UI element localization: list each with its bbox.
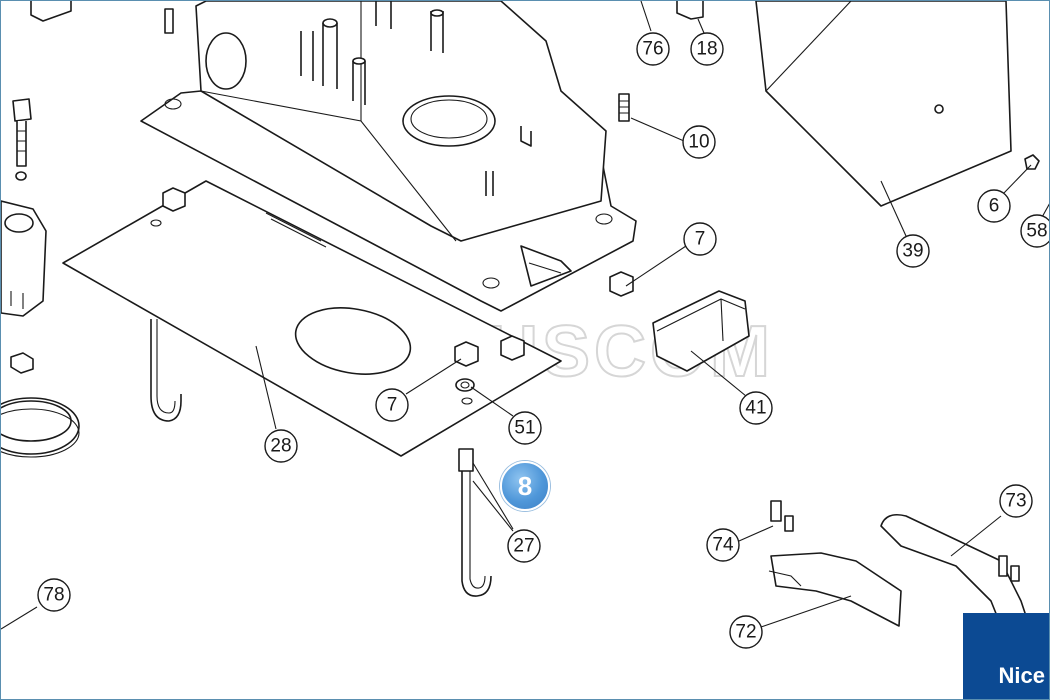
stud-top: [164, 8, 174, 34]
left-nut: [10, 352, 34, 374]
selected-part-badge[interactable]: 8: [500, 461, 550, 511]
callout-7-upper-label: 7: [695, 229, 706, 250]
callout-51: 51: [508, 411, 542, 445]
callout-27-label: 27: [513, 536, 534, 557]
left-bracket: [1, 200, 47, 317]
screw-10: [618, 93, 630, 122]
callout-7-lower: 7: [375, 388, 409, 422]
callout-73-label: 73: [1005, 491, 1026, 512]
callout-78-label: 78: [43, 585, 64, 606]
motor-housing: [140, 1, 637, 312]
callout-76-label: 76: [642, 39, 663, 60]
callout-76: 76: [636, 32, 670, 66]
callout-74: 74: [706, 528, 740, 562]
leader-lines: [1, 1, 1049, 630]
long-bolt: [12, 98, 32, 181]
callout-58-label: 58: [1026, 221, 1047, 242]
callout-6: 6: [977, 189, 1011, 223]
callout-28-label: 28: [270, 436, 291, 457]
callout-6-label: 6: [989, 196, 1000, 217]
rod-27: [458, 448, 492, 597]
callout-74-label: 74: [712, 535, 734, 556]
callout-58: 58: [1020, 214, 1049, 248]
cap-41: [652, 290, 750, 372]
callout-72-label: 72: [735, 622, 756, 643]
clip-18: [676, 1, 704, 20]
base-plate: [62, 180, 562, 457]
callout-73: 73: [999, 484, 1033, 518]
callout-41-label: 41: [745, 398, 766, 419]
brand-logo: Nice: [963, 613, 1049, 699]
callout-39: 39: [896, 234, 930, 268]
nuts-on-plate: [162, 187, 634, 392]
cover-39: [755, 1, 1012, 207]
bracket-73: [880, 513, 1027, 627]
callout-39-label: 39: [902, 241, 923, 262]
callout-18-label: 18: [696, 39, 717, 60]
callout-28: 28: [264, 429, 298, 463]
callout-10-label: 10: [688, 132, 709, 153]
brand-logo-text: Nice: [998, 663, 1045, 688]
j-bolt-left: [150, 319, 182, 422]
callout-10: 10: [682, 125, 716, 159]
bracket-72: [768, 500, 902, 627]
callout-7-upper: 7: [683, 222, 717, 256]
callout-41: 41: [739, 391, 773, 425]
callout-78: 78: [37, 578, 71, 612]
callout-7-lower-label: 7: [387, 395, 398, 416]
nut-6: [1024, 154, 1040, 170]
callout-18: 18: [690, 32, 724, 66]
seal-ring: [1, 397, 80, 458]
callout-72: 72: [729, 615, 763, 649]
top-left-bracket: [30, 1, 72, 22]
callout-27: 27: [507, 529, 541, 563]
callout-51-label: 51: [514, 418, 535, 439]
